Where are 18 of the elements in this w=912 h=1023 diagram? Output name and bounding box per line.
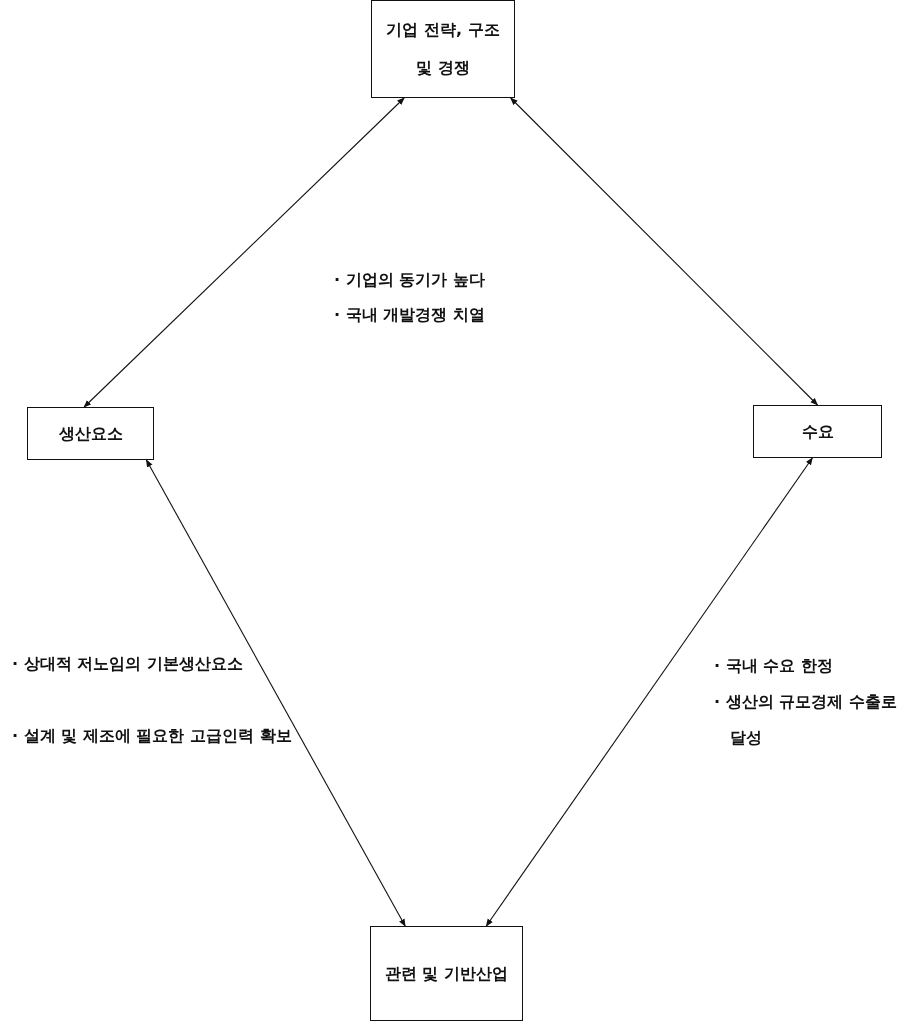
box (753, 405, 882, 458)
bullet-note: · 국내 수요 한정 (714, 655, 834, 677)
box (371, 0, 515, 98)
box-label: 수요 (801, 420, 834, 443)
box-label: 관련 및 기반산업 (384, 962, 509, 985)
double-arrow (145, 459, 406, 927)
bullet-note: · 기업의 동기가 높다 (334, 269, 486, 291)
box-label: 생산요소 (58, 422, 123, 445)
bullet-note: · 상대적 저노임의 기본생산요소 (12, 653, 244, 675)
box (27, 407, 154, 460)
bullet-note: · 국내 개발경쟁 치열 (334, 304, 486, 326)
double-arrow (485, 457, 813, 927)
double-arrow (510, 97, 819, 406)
box (370, 926, 523, 1021)
bullet-note: · 설계 및 제조에 필요한 고급인력 확보 (12, 725, 293, 747)
double-arrow (83, 97, 405, 408)
bullet-note: · 생산의 규모경제 수출로 달성 (714, 691, 898, 749)
box-label: 기업 전략, 구조 및 경쟁 (385, 19, 501, 79)
